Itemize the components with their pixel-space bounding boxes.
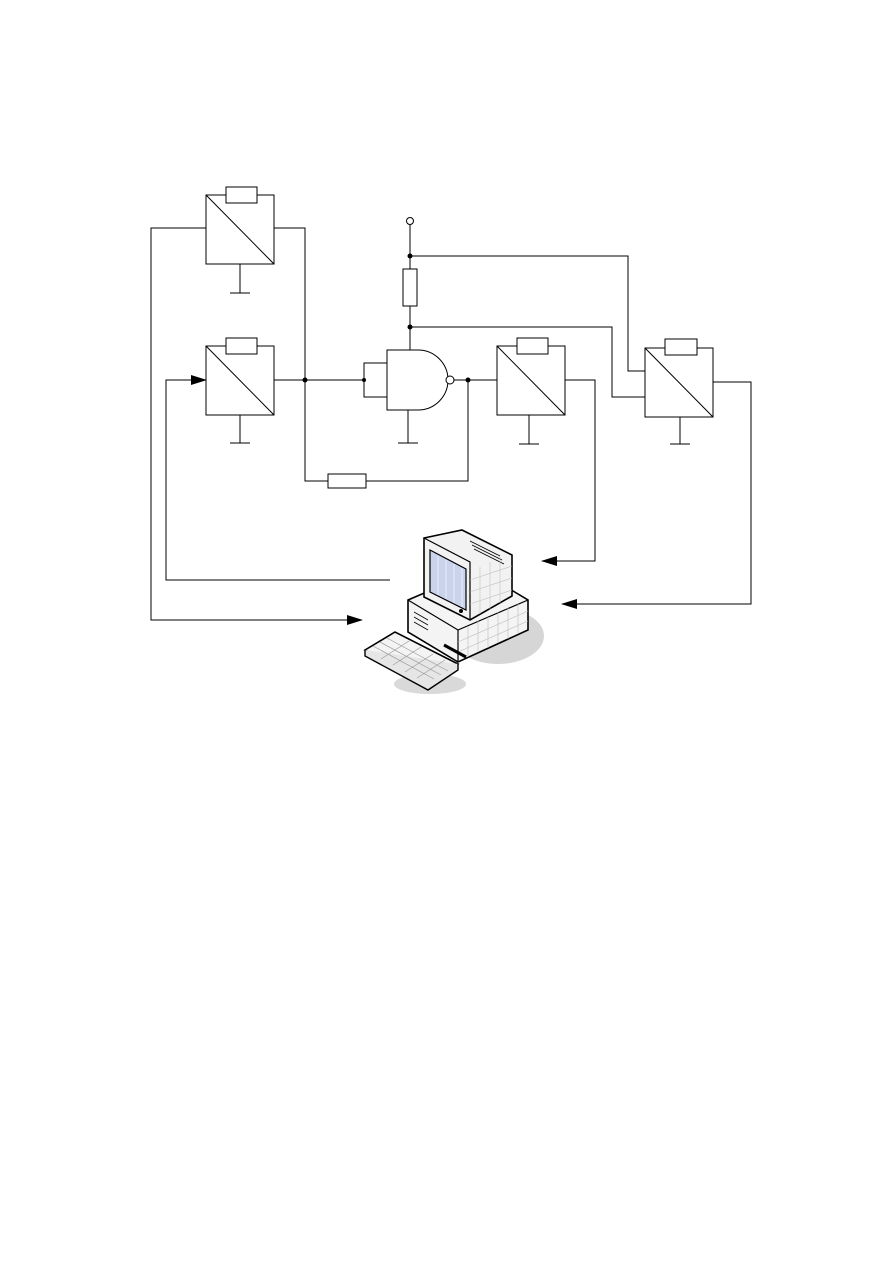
converter-mid-right (496, 337, 566, 445)
monitor-screen (429, 549, 467, 611)
nand-gate (363, 349, 455, 444)
inverter-bubble (445, 375, 455, 385)
wiring (150, 227, 752, 625)
pull-up-resistor (402, 268, 418, 307)
converter-mid-right-resistor (516, 337, 549, 355)
converter-mid-left-resistor (225, 337, 258, 355)
feedback-resistor (327, 473, 367, 489)
supply-rail (402, 217, 645, 398)
converter-top-left-resistor (225, 186, 258, 204)
supply-terminal (406, 217, 414, 225)
junction-dot (362, 378, 366, 382)
power-button (459, 609, 463, 613)
converter-far-right (644, 338, 714, 445)
converter-mid-left (205, 337, 275, 444)
converter-far-right-resistor (664, 338, 698, 356)
converter-top-left (205, 186, 275, 294)
computer (394, 529, 544, 694)
keyboard (363, 631, 460, 691)
